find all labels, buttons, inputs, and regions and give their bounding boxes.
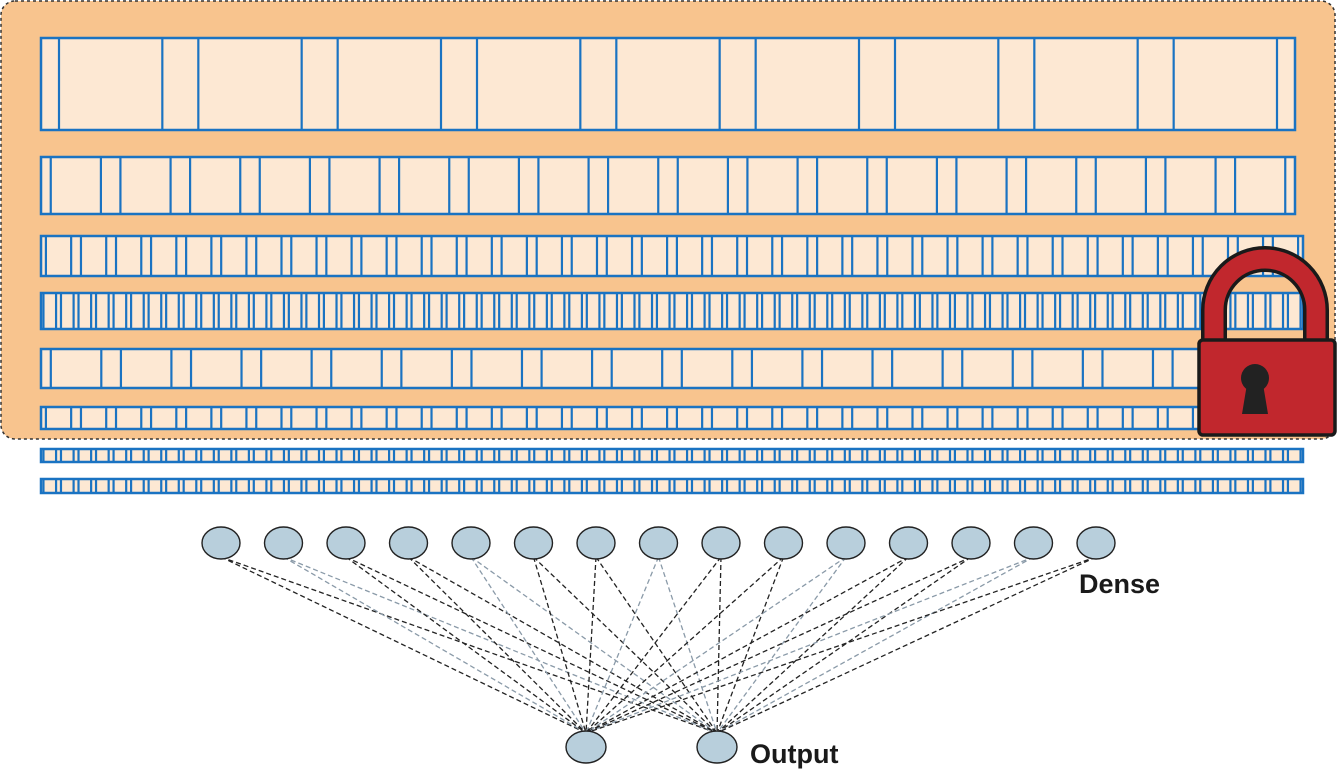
- connection: [585, 556, 1034, 734]
- connection: [470, 556, 587, 734]
- conv-layers: [39, 36, 1305, 495]
- connection: [408, 556, 587, 734]
- conv-layer-5: [39, 347, 1305, 390]
- connection: [585, 556, 847, 734]
- dense-node: [1076, 526, 1116, 560]
- connection: [716, 556, 722, 734]
- conv-layer-2: [39, 155, 1297, 216]
- dense-node: [326, 526, 366, 560]
- dense-node: [701, 526, 741, 560]
- connection: [585, 556, 972, 734]
- layer-band: [39, 36, 1297, 132]
- connection: [585, 556, 597, 734]
- connection: [345, 556, 587, 734]
- layer-band: [39, 447, 1305, 464]
- connection: [716, 556, 785, 734]
- layer-band: [39, 405, 1305, 431]
- dense-output-connections: [220, 556, 1097, 734]
- connection: [716, 556, 1097, 734]
- dense-node: [638, 526, 679, 560]
- connection: [283, 556, 587, 734]
- connection: [283, 556, 718, 734]
- connection: [585, 556, 909, 734]
- connection: [470, 556, 718, 734]
- connection: [595, 556, 718, 734]
- connection: [716, 556, 847, 734]
- connection: [716, 556, 1034, 734]
- output-label: Output: [750, 739, 838, 769]
- layer-band: [39, 477, 1305, 495]
- dense-layer: [201, 526, 1116, 560]
- conv-layer-7: [39, 447, 1305, 464]
- connection: [408, 556, 718, 734]
- connection: [585, 556, 1097, 734]
- dense-node: [451, 526, 491, 560]
- connection: [585, 556, 660, 734]
- dense-node: [888, 526, 929, 560]
- output-layer: [565, 730, 738, 764]
- lock-shackle-fill: [1204, 249, 1326, 345]
- output-node: [565, 730, 607, 764]
- dense-node: [263, 526, 304, 560]
- connection: [585, 556, 722, 734]
- dense-label: Dense: [1079, 569, 1160, 599]
- dense-node: [513, 526, 554, 560]
- conv-layer-3: [39, 234, 1305, 278]
- layer-band: [39, 155, 1297, 216]
- dense-node: [951, 526, 991, 560]
- conv-layer-1: [39, 36, 1297, 132]
- conv-layer-6: [39, 405, 1305, 431]
- keyhole-slot: [1242, 384, 1268, 414]
- connection: [716, 556, 972, 734]
- dense-node: [388, 526, 429, 560]
- dense-node: [576, 526, 616, 560]
- padlock-icon: [1197, 246, 1337, 437]
- connection: [345, 556, 718, 734]
- dense-node: [1013, 526, 1054, 560]
- connection: [716, 556, 909, 734]
- layer-band: [39, 234, 1305, 278]
- conv-layer-4: [39, 291, 1305, 331]
- dense-node: [763, 526, 804, 560]
- connection: [220, 556, 587, 734]
- conv-layer-8: [39, 477, 1305, 495]
- connection: [532, 556, 587, 734]
- connection: [585, 556, 784, 734]
- connection: [657, 556, 718, 734]
- layer-band: [39, 291, 1305, 331]
- connection: [533, 556, 718, 734]
- lock-body: [1197, 338, 1337, 437]
- dense-node: [201, 526, 241, 560]
- output-node: [696, 730, 738, 764]
- layer-band: [39, 347, 1305, 390]
- dense-node: [826, 526, 866, 560]
